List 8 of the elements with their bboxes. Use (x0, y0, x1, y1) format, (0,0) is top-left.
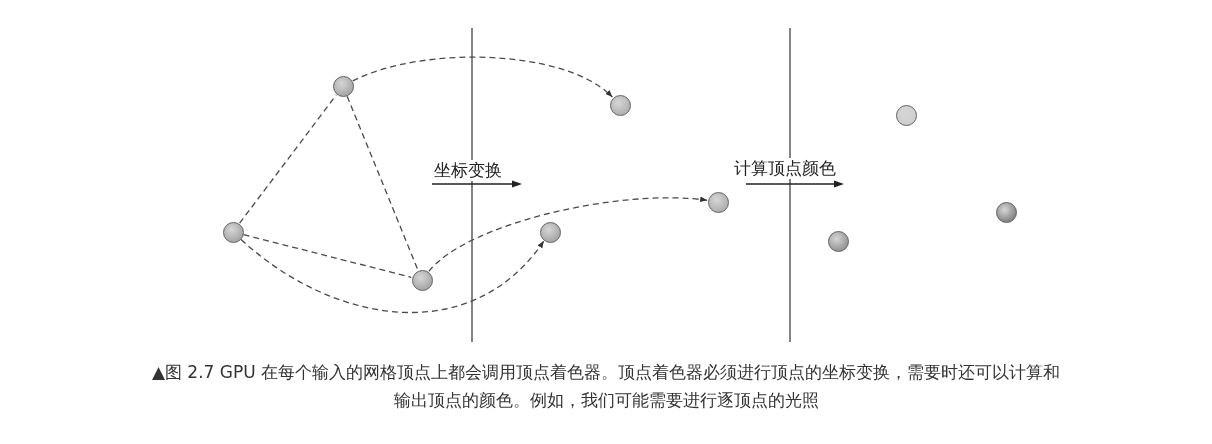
arrow (352, 56, 613, 98)
stage-label: 计算顶点颜色 (734, 158, 836, 179)
arrow (240, 238, 545, 313)
connector-line (243, 234, 412, 278)
figure-caption: ▲图 2.7 GPU 在每个输入的网格顶点上都会调用顶点着色器。顶点着色器必须进行顶点的坐标变换，需要时还可以计算和输出顶点的颜色。例如，我们可能需要进行逐顶点的光照 (150, 361, 1062, 412)
connector-line (238, 94, 338, 224)
stage-label: 坐标变换 (434, 160, 502, 181)
connector-line (346, 95, 419, 271)
